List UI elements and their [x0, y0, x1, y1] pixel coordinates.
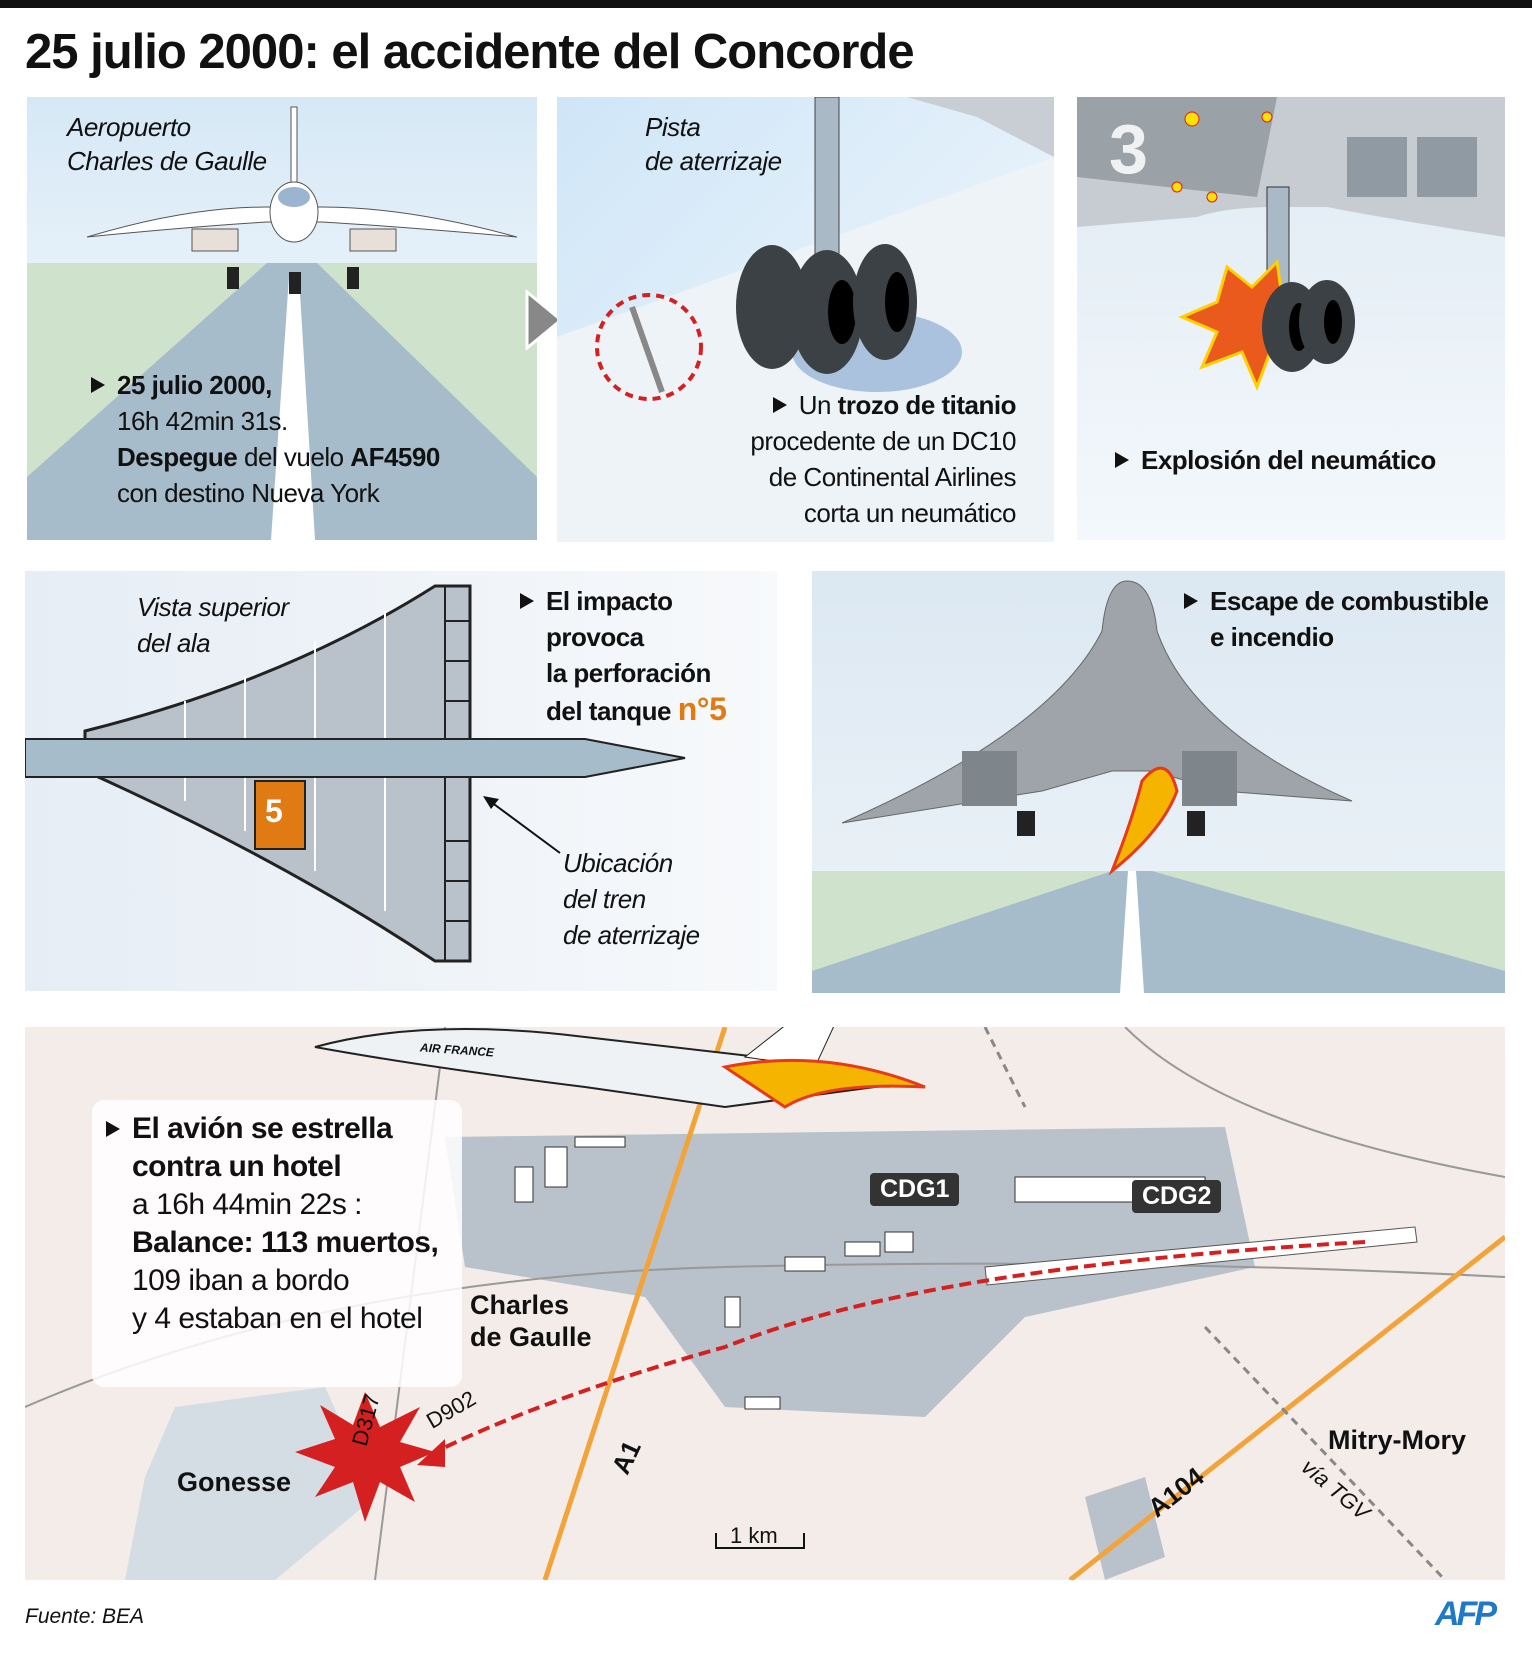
- titanium-piece: trozo de titanio: [837, 390, 1017, 420]
- info-text: El avión se estrella: [132, 1112, 393, 1145]
- info-line-1: El avión se estrella: [106, 1110, 393, 1148]
- fire-line-1: Escape de combustible: [1184, 583, 1489, 619]
- impact-line-4: del tanque n°5: [546, 691, 727, 729]
- wing-top-view-illustration: [25, 584, 686, 963]
- takeoff-time: 16h 42min 31s.: [117, 406, 288, 436]
- tgv-line: [1203, 1325, 1447, 1580]
- bullet-arrow-icon: [1115, 452, 1129, 468]
- highway-a104: [1068, 1235, 1505, 1580]
- panel-fire: Escape de combustible e incendio: [812, 571, 1505, 993]
- explosion-caption: Explosión del neumático: [1115, 442, 1436, 478]
- takeoff-destination: con destino Nueva York: [117, 478, 380, 508]
- place-mitry-mory: Mitry-Mory: [1328, 1425, 1467, 1455]
- panel-takeoff: Aeropuerto Charles de Gaulle 25 julio 20…: [27, 97, 537, 540]
- landing-gear-illustration: [557, 97, 1054, 542]
- titanium-strip-highlight-icon: [595, 293, 703, 401]
- date-text: 25 julio 2000,: [117, 370, 272, 400]
- takeoff-date: 25 julio 2000,: [91, 367, 272, 403]
- impact-line-2: provoca: [546, 622, 644, 652]
- engine-fire-icon: [721, 1058, 926, 1109]
- step-number: 3: [1109, 110, 1148, 188]
- terminal-cdg2: CDG2: [1132, 1180, 1222, 1213]
- info-line-4: Balance: 113 muertos,: [132, 1226, 439, 1259]
- fire-flame-icon: [1108, 766, 1179, 876]
- tank-number-highlight: n°5: [677, 691, 727, 727]
- concorde-front-icon: [86, 106, 518, 294]
- info-line-2: contra un hotel: [132, 1150, 342, 1183]
- flight-path: [424, 1240, 1366, 1459]
- info-line-3: a 16h 44min 22s :: [132, 1188, 363, 1221]
- afp-logo: AFP: [1435, 1595, 1497, 1633]
- info-line-5: 109 iban a bordo: [132, 1264, 350, 1297]
- top-view-label-2: del ala: [137, 628, 211, 658]
- terminal-cdg1: CDG1: [870, 1173, 960, 1206]
- spark-icon: [1261, 111, 1273, 123]
- map-illustration: [25, 1027, 1505, 1580]
- location-label-1: Pista: [645, 112, 701, 142]
- bullet-arrow-icon: [106, 1121, 120, 1137]
- concorde-fire-illustration: [812, 580, 1505, 993]
- tank-5-marker: [254, 780, 306, 850]
- debris-line-2: procedente de un DC10: [750, 426, 1016, 456]
- spark-icon: [1184, 111, 1200, 127]
- page-title: 25 julio 2000: el accidente del Concorde: [25, 25, 915, 79]
- gear-label-1: Ubicación: [563, 848, 673, 878]
- tire-explosion-illustration: [1077, 97, 1505, 392]
- panel-wing: 5 Vista superior del ala El impacto prov…: [25, 571, 777, 991]
- impact-line-3: la perforación: [546, 658, 711, 688]
- debris-pre: Un: [798, 390, 838, 420]
- location-label-2: de aterrizaje: [645, 146, 782, 176]
- takeoff-word: Despegue: [117, 442, 238, 472]
- impact-text: del tanque: [546, 696, 678, 726]
- crash-map: AIR FRANCE El avión se estrella contra u…: [25, 1027, 1505, 1580]
- bullet-arrow-icon: [91, 377, 105, 393]
- fire-line-2: e incendio: [1210, 622, 1334, 652]
- debris-line-4: corta un neumático: [803, 498, 1017, 528]
- takeoff-flight: Despegue del vuelo AF4590: [117, 439, 440, 475]
- location-label-2: Charles de Gaulle: [67, 146, 267, 176]
- location-label-1: Aeropuerto: [67, 112, 191, 142]
- gear-label-3: de aterrizaje: [563, 920, 700, 950]
- spark-icon: [1171, 181, 1183, 193]
- place-line: de Gaulle: [470, 1322, 592, 1352]
- crash-info-box: El avión se estrella contra un hotel a 1…: [92, 1100, 462, 1387]
- debris-line-3: de Continental Airlines: [768, 462, 1017, 492]
- tank-number: 5: [265, 793, 283, 829]
- impact-text: El impacto: [546, 586, 673, 616]
- top-view-label-1: Vista superior: [137, 592, 289, 622]
- bullet-arrow-icon: [1184, 593, 1198, 609]
- source-credit: Fuente: BEA: [25, 1605, 145, 1628]
- bullet-arrow-icon: [520, 593, 534, 609]
- gonesse-area: [125, 1387, 375, 1580]
- tire-icons: [736, 244, 917, 374]
- info-line-6: y 4 estaban en el hotel: [132, 1302, 423, 1335]
- panel-debris: Pista de aterrizaje Un trozo de titanio …: [557, 97, 1054, 542]
- caption-text: Explosión del neumático: [1141, 445, 1436, 475]
- place-line: Charles: [470, 1290, 570, 1320]
- crash-site-icon: [295, 1392, 435, 1522]
- concorde-aircraft-icon: [314, 1027, 926, 1109]
- scale-bar: [715, 1533, 805, 1549]
- scale-label: 1 km: [730, 1523, 778, 1548]
- runway-takeoff-illustration: [27, 106, 537, 540]
- flight-number: AF4590: [350, 442, 440, 472]
- highway-a1: [542, 1027, 728, 1580]
- top-rule: [0, 0, 1532, 8]
- fire-text: Escape de combustible: [1210, 586, 1489, 616]
- flight-mid: del vuelo: [237, 442, 351, 472]
- impact-line-1: El impacto: [520, 583, 673, 619]
- step-arrow-icon: [525, 290, 564, 350]
- gear-label-2: del tren: [563, 884, 646, 914]
- spark-icon: [1206, 191, 1218, 203]
- panel-explosion: 3 Explosión del neumático: [1077, 97, 1505, 540]
- debris-line-1: Un trozo de titanio: [772, 387, 1017, 423]
- place-gonesse: Gonesse: [177, 1467, 292, 1497]
- bullet-arrow-icon: [772, 397, 787, 413]
